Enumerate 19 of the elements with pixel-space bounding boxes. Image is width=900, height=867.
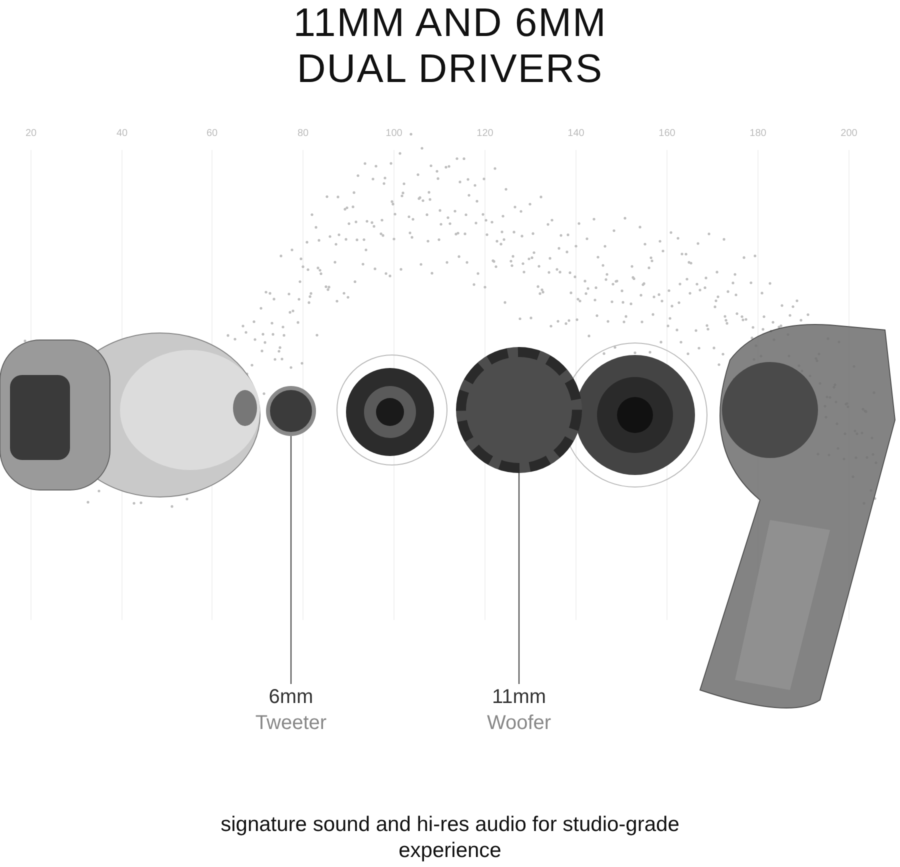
- tick-label: 120: [476, 127, 494, 141]
- tick-label: 20: [24, 127, 38, 141]
- tweeter-drawing: [266, 386, 316, 436]
- tick-label: 80: [296, 127, 310, 141]
- title: 11MM AND 6MM DUAL DRIVERS: [292, 0, 608, 92]
- tick-label: 140: [566, 127, 586, 141]
- caption: signature sound and hi-res audio for studio-grade experience: [220, 812, 680, 864]
- driver-size: 11mm: [492, 685, 546, 710]
- leader-line: [518, 473, 520, 684]
- leader-line: [290, 436, 292, 684]
- tick-label: 180: [748, 127, 768, 141]
- tick-label: 40: [115, 127, 129, 141]
- tick-label: 100: [384, 127, 404, 141]
- driver-name: Woofer: [486, 711, 552, 736]
- driver-name: Tweeter: [255, 711, 327, 736]
- tick-label: 200: [840, 127, 858, 141]
- tick-label: 60: [205, 127, 219, 141]
- driver-size: 6mm: [268, 685, 314, 710]
- tick-label: 160: [658, 127, 676, 141]
